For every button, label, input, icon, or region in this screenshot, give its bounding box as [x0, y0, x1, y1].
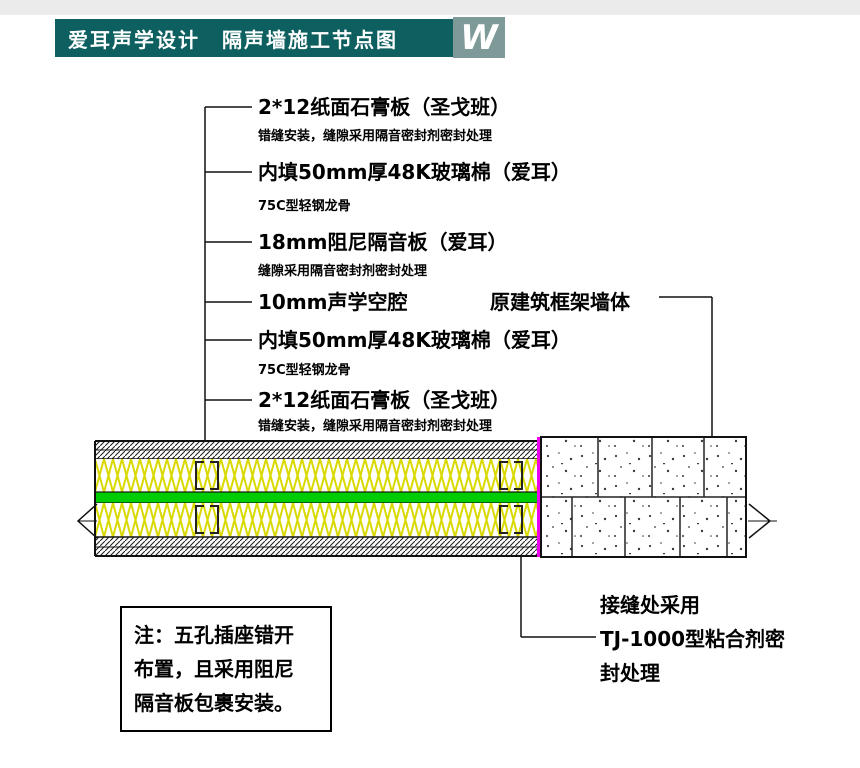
seam-note: 接缝处采用 TJ-1000型粘合剂密 封处理	[600, 588, 785, 690]
seam-note-line: 接缝处采用	[600, 593, 700, 617]
top-strip	[0, 0, 860, 15]
gypsum-layer-bottom	[95, 537, 538, 557]
seam-note-line: TJ-1000型粘合剂密	[600, 627, 786, 651]
callout-label: 2*12纸面石膏板（圣戈班）	[258, 388, 511, 412]
break-arrow-left	[76, 503, 98, 539]
break-arrow-right	[748, 503, 777, 539]
note-line: 布置，且采用阻尼	[134, 657, 294, 681]
gypsum-layer-top	[95, 440, 538, 460]
brand-logo: W	[453, 17, 505, 58]
seam-leader-line	[520, 557, 596, 638]
brand-logo-letter: W	[460, 17, 498, 58]
insulation-layer-2	[95, 503, 538, 538]
callout-label: 10mm声学空腔	[258, 290, 408, 314]
callout-label: 18mm阻尼隔音板（爱耳）	[258, 230, 508, 254]
wall-assembly	[94, 440, 539, 557]
page-title: 爱耳声学设计 隔声墙施工节点图	[68, 27, 398, 52]
callout-note: 错缝安装，缝隙采用隔音密封剂密封处理	[258, 129, 493, 144]
note-line: 隔音板包裹安装。	[134, 691, 294, 715]
insulation-layer-1	[95, 459, 538, 492]
callout-note: 错缝安装，缝隙采用隔音密封剂密封处理	[258, 419, 493, 434]
callout-label: 内填50mm厚48K玻璃棉（爱耳）	[258, 160, 571, 184]
metal-studs	[195, 461, 523, 534]
header-bar: 爱耳声学设计 隔声墙施工节点图	[55, 19, 453, 57]
callout-note: 75C型轻钢龙骨	[258, 363, 351, 378]
note-box: 注：五孔插座错开 布置，且采用阻尼 隔音板包裹安装。	[120, 606, 332, 732]
note-line: 注：五孔插座错开	[134, 623, 294, 647]
wall-leader-line	[659, 296, 713, 437]
callout-label: 内填50mm厚48K玻璃棉（爱耳）	[258, 328, 571, 352]
callout-note: 缝隙采用隔音密封剂密封处理	[258, 264, 428, 279]
existing-concrete-wall	[540, 436, 747, 558]
callout-label: 2*12纸面石膏板（圣戈班）	[258, 95, 511, 119]
callout-leader-lines	[204, 106, 252, 441]
callout-note: 75C型轻钢龙骨	[258, 199, 351, 214]
damping-board	[94, 491, 539, 504]
seam-note-line: 封处理	[600, 661, 660, 685]
existing-wall-label: 原建筑框架墙体	[490, 290, 630, 314]
